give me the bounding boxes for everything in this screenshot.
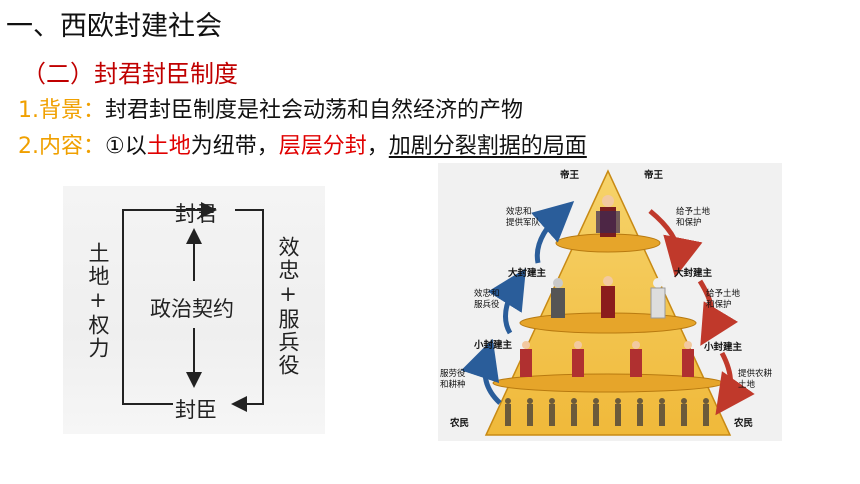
background-line: 1.背景：封君封臣制度是社会动荡和自然经济的产物 — [18, 92, 523, 124]
small-lord-label-left: 小封建主 — [474, 340, 513, 351]
page-title: 一、西欧封建社会 — [6, 11, 222, 42]
red-arrow-2 — [697, 279, 739, 346]
background-text: 封君封臣制度是社会动荡和自然经济的产物 — [105, 98, 524, 123]
arrow1-right-text: 给予土地 和保护 — [676, 207, 711, 228]
right-flow-line — [231, 209, 264, 412]
content-line: 2.内容：①以土地为纽带，层层分封，加剧分裂割据的局面 — [18, 128, 587, 160]
peasant-figures — [505, 398, 709, 426]
contract-label: 政治契约 — [150, 297, 234, 321]
content-part5: ， — [366, 134, 389, 159]
content-layered: 层层分封 — [278, 134, 367, 159]
arrow2-right-text: 给予土地 和保护 — [706, 289, 741, 310]
big-lord-label-right: 大封建主 — [674, 268, 713, 279]
red-arrow-1 — [648, 209, 703, 278]
blue-arrow-1 — [531, 200, 575, 264]
arrow3-right-text: 提供农耕 土地 — [738, 369, 773, 390]
content-part1: ①以 — [105, 134, 147, 159]
big-lord-figures — [551, 276, 666, 319]
big-lord-label-left: 大封建主 — [508, 268, 547, 279]
small-lord-figures — [520, 341, 694, 377]
vassal-label: 封臣 — [175, 398, 217, 422]
arrow2-left-text: 效忠和 服兵役 — [474, 289, 500, 310]
content-prefix: 2.内容： — [18, 134, 105, 159]
peasant-label-right: 农民 — [734, 418, 754, 429]
arrow3-left-text: 服劳役 和耕种 — [440, 369, 466, 390]
content-result: 加剧分裂割据的局面 — [388, 134, 587, 159]
feudal-pyramid-image: 帝王 帝王 大封建主 大封建主 小封建主 小封建主 农民 农民 效忠和 提供军队… — [438, 163, 782, 441]
small-lord-label-right: 小封建主 — [704, 342, 743, 353]
content-part3: 为纽带， — [190, 134, 279, 159]
loyalty-service-label: 效忠+服兵役 — [276, 236, 300, 377]
lord-label: 封君 — [175, 202, 217, 226]
contract-diagram: 封君 政治契约 封臣 土地+权力 效忠+服兵役 — [63, 186, 325, 434]
section-subtitle: （二）封君封臣制度 — [22, 60, 238, 88]
red-arrow-3 — [715, 351, 755, 416]
background-prefix: 1.背景： — [18, 98, 105, 123]
peasant-label-left: 农民 — [450, 418, 470, 429]
arrow1-left-text: 效忠和 提供军队 — [506, 207, 541, 228]
king-label-left: 帝王 — [560, 170, 580, 181]
content-land: 土地 — [146, 134, 191, 159]
contract-diagram-lines — [122, 202, 264, 412]
pyramid-graphic — [461, 169, 755, 436]
king-label-right: 帝王 — [644, 170, 664, 181]
blue-arrow-2 — [487, 268, 526, 335]
left-flow-line — [122, 202, 217, 405]
king-figure — [596, 195, 620, 237]
blue-arrow-3 — [461, 338, 502, 405]
land-power-label: 土地+权力 — [86, 242, 110, 360]
